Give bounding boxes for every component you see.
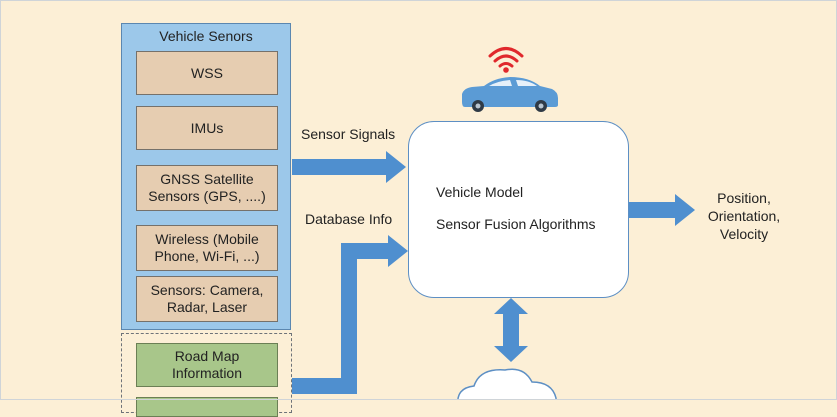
vehicle-sensors-title: Vehicle Senors <box>159 28 253 44</box>
diagram-graphics <box>292 47 695 400</box>
sensor-gnss-box: GNSS Satellite Sensors (GPS, ....) <box>136 165 278 211</box>
outputs-label: Position, Orientation, Velocity <box>707 190 781 242</box>
sensor-signals-arrow <box>292 151 406 183</box>
sensor-fusion-label: Sensor Fusion Algorithms <box>436 216 596 232</box>
database-box-partial <box>136 397 278 417</box>
vehicle-model-box: Vehicle Model Sensor Fusion Algorithms <box>408 121 629 298</box>
vehicle-model-label: Vehicle Model <box>436 184 524 200</box>
wifi-dot <box>503 67 509 73</box>
sensor-wireless-box: Wireless (Mobile Phone, Wi-Fi, ...) <box>136 225 278 271</box>
sensor-camera-radar-laser-box: Sensors: Camera, Radar, Laser <box>136 276 278 322</box>
cloud-link-arrow <box>494 298 528 362</box>
road-map-information-box: Road Map Information <box>136 343 278 387</box>
vehicle-sensors-panel: Vehicle Senors WSS IMUs GNSS Satellite S… <box>121 23 291 330</box>
database-info-arrow <box>292 235 408 394</box>
sensor-imus-box: IMUs <box>136 106 278 150</box>
wifi-icon <box>488 47 524 68</box>
sensor-signals-label: Sensor Signals <box>301 126 396 142</box>
sensor-wss-box: WSS <box>136 51 278 95</box>
output-arrow <box>629 194 695 226</box>
car-icon <box>462 77 558 112</box>
database-info-label: Database Info <box>305 211 393 227</box>
cloud-icon <box>457 368 557 400</box>
